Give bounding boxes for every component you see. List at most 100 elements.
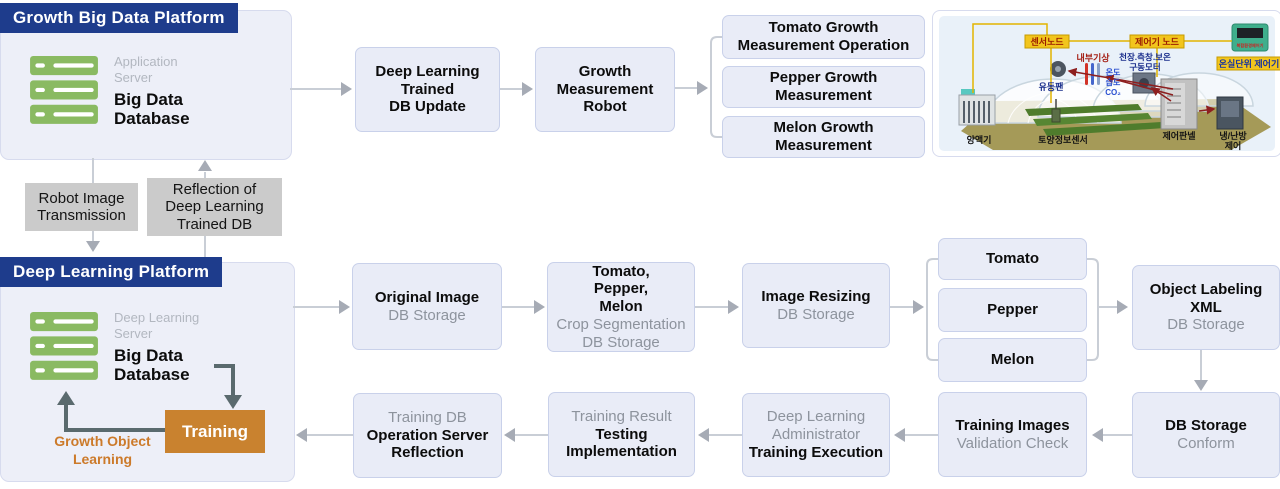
box-line: Reflection [391,444,464,462]
flow-box-training-images: Training Images Validation Check [938,392,1087,477]
growth-object-line: Growth Object [54,433,151,449]
box-line: Melon Growth Measurement [773,119,874,154]
flow-box-measurement-robot: Growth Measurement Robot [535,47,675,132]
box-line: Tomato, [592,262,650,280]
transfer-line: Transmission [37,207,126,224]
box-line: Operation Server [366,426,489,444]
box-line: XML [1190,298,1222,316]
flow-box-operation-server-reflection: Training DB Operation Server Reflection [353,393,502,478]
greenhouse-illustration: 복합환경제어기 센서노드 제어기 노드 [932,10,1280,157]
nutrient-label: 양액기 [967,134,992,145]
transfer-line: Robot Image [38,189,125,207]
temp-label: 온도 [1106,68,1121,77]
box-line: Tomato Growth Measurement Operation [737,19,910,54]
box-line: Pepper [987,301,1038,319]
box-line: Validation Check [956,434,1069,452]
transfer-line: Deep Learning [165,198,264,216]
server-name-line: Big Data [114,89,183,109]
soil-sensor-label: 토양정보센서 [1038,134,1088,145]
hvac-unit [1216,96,1244,130]
flow-box-pepper-measurement: Pepper Growth Measurement [722,66,925,108]
application-server-card [30,56,98,131]
box-line: Original Image [374,288,480,306]
box-line: Training Result [571,407,672,425]
flow-box-image-resizing: Image Resizing DB Storage [742,263,890,348]
deep-learning-platform-header: Deep Learning Platform [0,257,223,287]
transfer-line: Trained DB [176,215,253,233]
flow-box-tomato: Tomato [938,238,1087,280]
soil-sensor [1051,99,1061,123]
nutrient-machine [958,89,996,126]
greenhouse-image: 복합환경제어기 센서노드 제어기 노드 [939,16,1280,151]
box-line: DB Storage [1165,417,1247,435]
flow-box-testing-implementation: Training Result Testing Implementation [548,392,695,477]
box-line: DB Storage [1167,316,1245,334]
control-arrows [1067,67,1216,115]
box-line: Conform [1177,435,1235,452]
controller-node-label: 제어기 노드 [1135,36,1180,47]
sensor-node-tag: 센서노드 [1024,34,1070,49]
server-role-line: Deep Learning [114,310,200,325]
box-line: Deep Learning [375,62,480,80]
humidity-label: 습도 [1106,77,1121,87]
box-line: Image Resizing [761,287,871,305]
box-line: Training DB [388,408,467,426]
flow-box-db-conform: DB Storage Conform [1132,392,1280,478]
server-name-line: Database [114,109,190,129]
box-line: Pepper, [593,280,649,298]
training-box: Training [165,410,265,453]
motor-label-line1: 천장.측창.보온 [1119,52,1171,62]
flow-box-tomato-operation: Tomato Growth Measurement Operation [722,15,925,59]
box-line: Tomato [985,250,1040,268]
transfer-line: Reflection of [172,181,257,199]
box-line: Pepper Growth Measurement [769,69,878,104]
co2-label: CO₂ [1105,88,1121,97]
box-line: Growth [578,62,632,80]
flow-box-db-update: Deep Learning Trained DB Update [355,47,500,132]
fan-label: 유동팬 [1039,81,1064,92]
unit-controller-label: 온실단위 제어기 [1219,58,1279,69]
flow-box-crop-segmentation: Tomato, Pepper, Melon Crop Segmentation … [547,262,695,352]
flow-box-melon-measurement: Melon Growth Measurement [722,116,925,158]
inner-weather-label: 내부기상 [1076,52,1110,63]
box-line: Implementation [566,443,677,461]
server-name-line: Database [114,365,190,385]
growth-platform-title: Growth Big Data Platform [13,8,225,27]
deep-learning-server-text: Deep Learning Server Big Data Database [114,310,289,385]
box-line: Melon [599,298,643,316]
box-line: Melon [990,351,1035,369]
deep-learning-platform-title: Deep Learning Platform [13,262,210,281]
box-line: Testing [595,425,648,443]
box-line: Training Images [955,416,1070,434]
robot-image-transmission-label: Robot Image Transmission [25,183,138,231]
control-panel-box [1160,78,1198,130]
box-line: DB Storage [582,333,660,351]
box-line: DB Storage [777,305,855,323]
server-stack-icon [30,312,98,380]
box-line: DB Update [389,98,466,116]
server-stack-icon [30,56,98,124]
growth-platform-header: Growth Big Data Platform [0,3,238,33]
box-line: Training Execution [748,443,884,461]
thermometer-icons [1085,63,1100,85]
motor-label-line2: 구동모터 [1129,62,1160,72]
hvac-label-line1: 냉/난방 [1219,130,1247,141]
server-name-line: Big Data [114,345,183,365]
flow-box-melon: Melon [938,338,1087,382]
controller-node-tag: 제어기 노드 [1129,34,1185,49]
box-line: Object Labeling [1149,280,1263,298]
server-role-line: Application [114,54,178,69]
box-line: Trained [400,80,455,98]
flow-box-training-execution: Deep Learning Administrator Training Exe… [742,393,890,477]
server-role-line: Server [114,70,153,86]
flow-fan [1050,61,1066,77]
deep-learning-server-card [30,312,98,387]
box-line: Administrator [771,426,861,444]
unit-controller-tag: 온실단위 제어기 [1216,56,1280,71]
flow-box-original-image: Original Image DB Storage [352,263,502,350]
application-server-text: Application Server Big Data Database [114,54,284,129]
box-line: Robot [583,98,627,116]
growth-object-learning-label: Growth Object Learning [40,433,165,468]
reflection-trained-db-label: Reflection of Deep Learning Trained DB [147,178,282,236]
